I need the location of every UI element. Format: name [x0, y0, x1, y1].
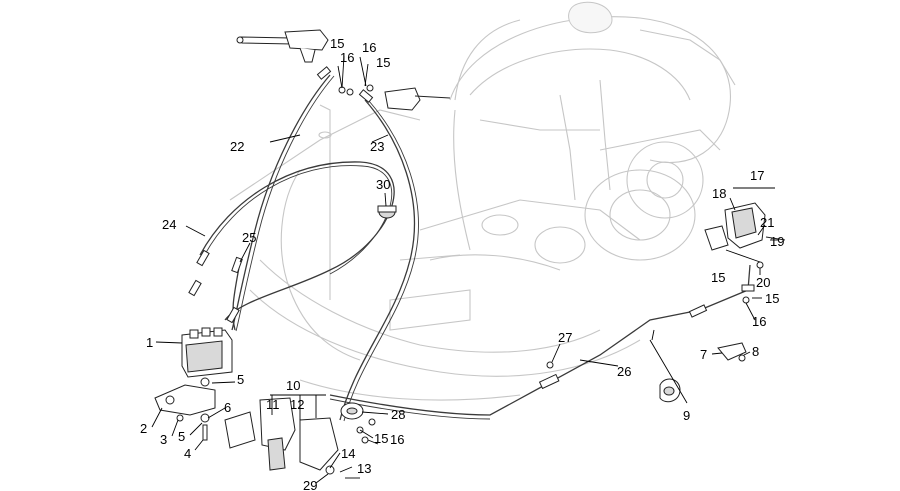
- callout-1: 1: [146, 335, 153, 350]
- callout-16a: 16: [340, 50, 354, 65]
- callout-21: 21: [760, 215, 774, 230]
- callout-3: 3: [160, 432, 167, 447]
- callout-19: 19: [770, 234, 784, 249]
- callout-17: 17: [750, 168, 764, 183]
- callout-28: 28: [391, 407, 405, 422]
- bracket-7: [717, 342, 747, 362]
- callout-5b: 5: [178, 429, 185, 444]
- front-brake-lever: [236, 29, 329, 63]
- callout-11: 11: [266, 397, 280, 412]
- fasteners: [338, 84, 750, 444]
- callout-5a: 5: [237, 372, 244, 387]
- brake-caliper: [224, 397, 360, 479]
- rear-brake-lever: [384, 87, 451, 111]
- callout-10: 10: [286, 378, 300, 393]
- leader-lines: [151, 55, 778, 484]
- rear-brake-cylinder: [704, 202, 786, 269]
- callout-15d: 15: [711, 270, 725, 285]
- callout-26: 26: [617, 364, 631, 379]
- callout-7: 7: [700, 347, 707, 362]
- hose-guide-28: [340, 402, 364, 420]
- abs-control-unit: [181, 327, 233, 378]
- callout-16d: 16: [752, 314, 766, 329]
- callout-16c: 16: [390, 432, 404, 447]
- callout-15c: 15: [374, 431, 388, 446]
- grommet-9: [659, 378, 681, 403]
- callout-15e: 15: [765, 291, 779, 306]
- callout-18: 18: [712, 186, 726, 201]
- callout-29: 29: [303, 478, 317, 491]
- callout-23: 23: [370, 139, 384, 154]
- callout-8: 8: [752, 344, 759, 359]
- callout-14: 14: [341, 446, 355, 461]
- callout-15a: 15: [330, 36, 344, 51]
- callout-15b: 15: [376, 55, 390, 70]
- callout-30: 30: [376, 177, 390, 192]
- callout-22: 22: [230, 139, 244, 154]
- callout-labels: 1 2 3 4 5 5 6 7 8 9 10 11 12 13 14 15 15…: [140, 36, 784, 491]
- callout-25: 25: [242, 230, 256, 245]
- callout-20: 20: [756, 275, 770, 290]
- callout-24: 24: [162, 217, 176, 232]
- callout-13: 13: [357, 461, 371, 476]
- brake-hoses: [188, 66, 755, 422]
- callout-4: 4: [184, 446, 191, 461]
- callout-9: 9: [683, 408, 690, 423]
- callout-16b: 16: [362, 40, 376, 55]
- cable-clip-30: [377, 205, 397, 219]
- abs-bracket: [154, 377, 216, 441]
- scooter-frame-outline: [229, 1, 736, 401]
- callout-2: 2: [140, 421, 147, 436]
- callout-12: 12: [290, 397, 304, 412]
- callout-27: 27: [558, 330, 572, 345]
- callout-6: 6: [224, 400, 231, 415]
